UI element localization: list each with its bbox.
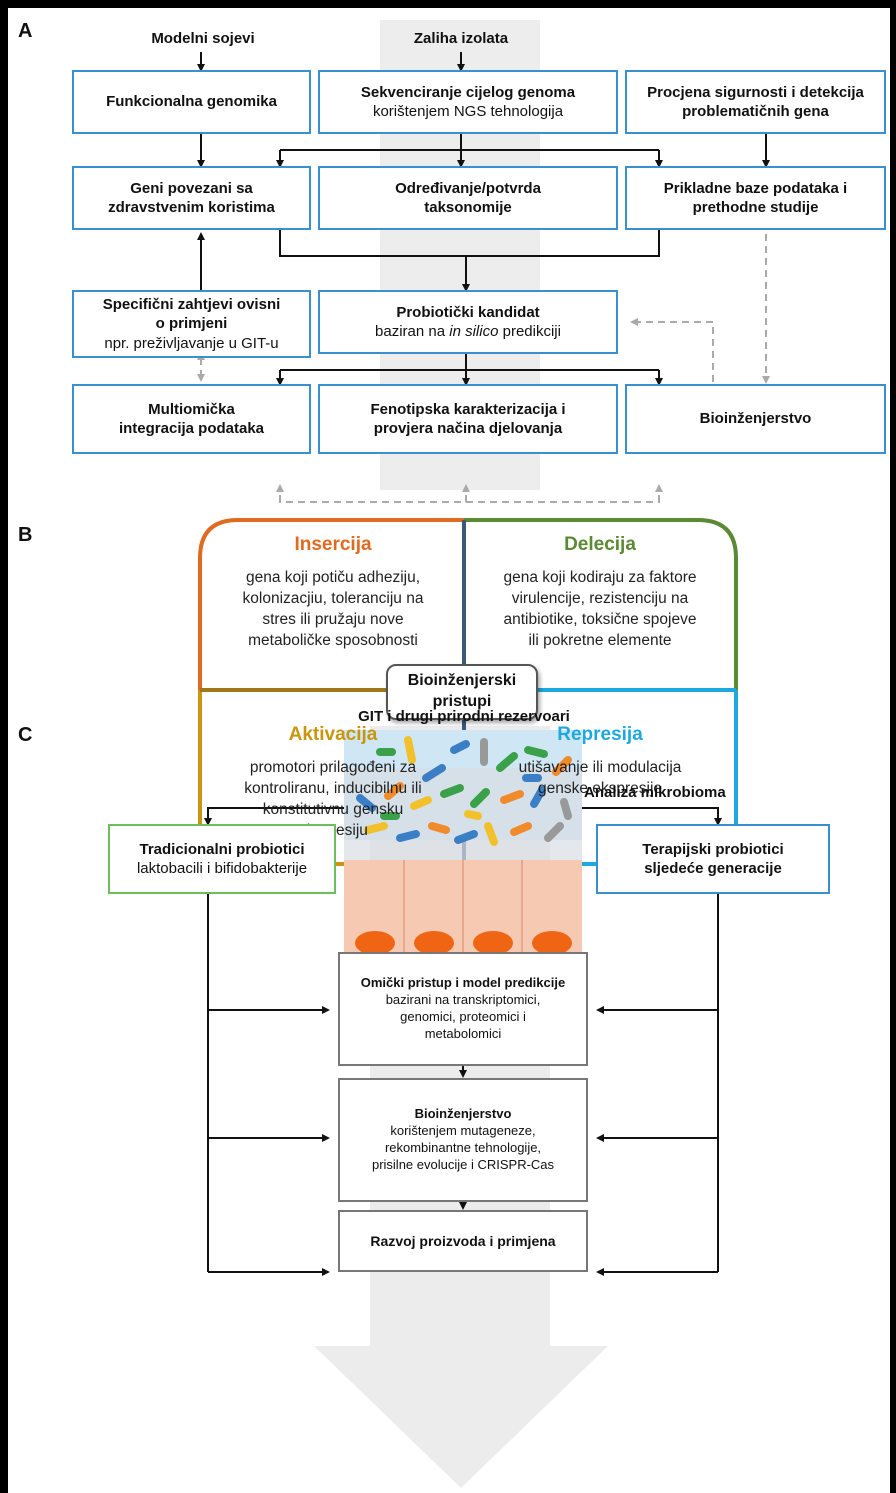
omics-line-3: metabolomici bbox=[424, 1025, 502, 1041]
health-genes-box: Geni povezani sa zdravstvenim koristima bbox=[72, 166, 311, 230]
traditional-probiotics-box: Tradicionalni probiotici laktobacili i b… bbox=[108, 824, 336, 894]
deletion-line-1: gena koji kodiraju za faktore bbox=[503, 569, 697, 586]
functional-genomics-text: Funkcionalna genomika bbox=[106, 93, 277, 111]
activation-line-3: konstitutivnu gensku bbox=[262, 800, 404, 818]
center-line-1: Bioinženjerski bbox=[407, 672, 517, 690]
candidate-subtitle: baziran na in silico predikciji bbox=[375, 323, 561, 340]
databases-line-2: prethodne studije bbox=[692, 199, 819, 216]
panel-label-c: C bbox=[18, 724, 33, 746]
safety-line-2: problematičnih gena bbox=[682, 103, 829, 120]
deletion-line-4: ili pokretne elemente bbox=[528, 631, 672, 649]
center-line-2: pristupi bbox=[432, 693, 492, 710]
bioengineering-approaches-center: Bioinženjerski pristupi bbox=[386, 664, 538, 720]
traditional-line-1: Tradicionalni probiotici bbox=[139, 840, 305, 858]
microbiome-analysis-label: Analiza mikrobioma bbox=[584, 784, 726, 801]
deletion-line-2: virulencije, rezistenciju na bbox=[511, 589, 689, 607]
taxonomy-line-1: Određivanje/potvrda bbox=[395, 179, 541, 197]
specific-line-3: npr. preživljavanje u GIT-u bbox=[104, 334, 279, 352]
wgs-title: Sekvenciranje cijelog genoma bbox=[360, 83, 576, 101]
section-a-arrows bbox=[197, 52, 770, 386]
candidate-title: Probiotički kandidat bbox=[396, 303, 540, 321]
wgs-subtitle: korištenjem NGS tehnologija bbox=[372, 103, 564, 120]
therapeutic-line-2: sljedeće generacije bbox=[644, 860, 782, 877]
traditional-line-2: laktobacili i bifidobakterije bbox=[136, 860, 308, 877]
activation-line-1: promotori prilagođeni za bbox=[249, 759, 417, 776]
panel-label-b: B bbox=[18, 524, 33, 546]
safety-assessment-box: Procjena sigurnosti i detekcija problema… bbox=[625, 70, 886, 134]
bioeng-c-line-2: rekombinantne tehnologije, bbox=[384, 1140, 542, 1155]
activation-quadrant: Aktivacija promotori prilagođeni za kont… bbox=[204, 724, 462, 842]
insertion-line-4: metaboličke sposobnosti bbox=[248, 631, 418, 649]
multiomic-line-2: integracija podataka bbox=[118, 420, 265, 437]
phenotype-line-2: provjera načina djelovanja bbox=[373, 420, 563, 437]
omics-line-1: bazirani na transkriptomici, bbox=[385, 992, 541, 1008]
specific-line-2: o primjeni bbox=[155, 315, 228, 333]
taxonomy-box: Određivanje/potvrda taksonomije bbox=[318, 166, 618, 230]
bioengineering-c-box: Bioinženjerstvo korištenjem mutageneze, … bbox=[338, 1078, 588, 1202]
bioengineering-box: Bioinženjerstvo bbox=[625, 384, 886, 454]
product-development-box: Razvoj proizvoda i primjena bbox=[338, 1210, 588, 1272]
multiomic-line-1: Multiomička bbox=[148, 400, 235, 418]
repression-quadrant: Represija utišavanje ili modulacija gens… bbox=[466, 724, 734, 800]
product-text: Razvoj proizvoda i primjena bbox=[370, 1232, 556, 1249]
databases-line-1: Prikladne baze podataka i bbox=[663, 179, 848, 197]
panel-label-a: A bbox=[18, 20, 33, 42]
repression-title: Represija bbox=[557, 724, 643, 745]
isolate-stock-label: Zaliha izolata bbox=[413, 30, 509, 47]
activation-line-2: kontroliranu, inducibilnu ili bbox=[244, 779, 422, 797]
omics-approach-box: Omički pristup i model predikcije bazira… bbox=[338, 952, 588, 1066]
phenotype-box: Fenotipska karakterizacija i provjera na… bbox=[318, 384, 618, 454]
health-genes-line-1: Geni povezani sa bbox=[130, 179, 253, 197]
bioeng-c-title: Bioinženjerstvo bbox=[414, 1106, 512, 1122]
omics-line-2: genomici, proteomici i bbox=[400, 1009, 526, 1024]
section-c-arrows bbox=[204, 807, 722, 1276]
activation-title: Aktivacija bbox=[288, 724, 378, 745]
taxonomy-line-2: taksonomije bbox=[424, 199, 512, 216]
model-strains-label: Modelni sojevi bbox=[151, 30, 255, 47]
bioeng-c-line-1: korištenjem mutageneze, bbox=[390, 1123, 536, 1139]
section-a-dashed-arrows bbox=[197, 234, 770, 503]
functional-genomics-box: Funkcionalna genomika bbox=[72, 70, 311, 134]
omics-title: Omički pristup i model predikcije bbox=[360, 975, 566, 991]
specific-requirements-box: Specifični zahtjevi ovisni o primjeni np… bbox=[72, 290, 311, 358]
probiotic-candidate-box: Probiotički kandidat baziran na in silic… bbox=[318, 290, 618, 354]
bioeng-c-line-3: prisilne evolucije i CRISPR-Cas bbox=[371, 1156, 555, 1172]
figure-canvas: A B C Modelni sojevi Zaliha izolata Funk… bbox=[8, 8, 890, 1493]
insertion-line-1: gena koji potiču adheziju, bbox=[245, 569, 421, 586]
therapeutic-probiotics-box: Terapijski probiotici sljedeće generacij… bbox=[596, 824, 830, 894]
health-genes-line-2: zdravstvenim koristima bbox=[108, 199, 275, 216]
wgs-box: Sekvenciranje cijelog genoma korištenjem… bbox=[318, 70, 618, 134]
deletion-quadrant: Delecija gena koji kodiraju za faktore v… bbox=[466, 534, 734, 652]
multiomic-box: Multiomička integracija podataka bbox=[72, 384, 311, 454]
bioengineering-text: Bioinženjerstvo bbox=[699, 410, 812, 428]
insertion-line-2: kolonizacjiu, toleranciju na bbox=[242, 589, 424, 607]
deletion-title: Delecija bbox=[564, 534, 636, 555]
therapeutic-line-1: Terapijski probiotici bbox=[642, 840, 784, 858]
specific-line-1: Specifični zahtjevi ovisni bbox=[102, 295, 281, 313]
git-reservoirs-title: GIT i drugi prirodni rezervoari bbox=[358, 708, 570, 725]
deletion-line-3: antibiotike, toksične spojeve bbox=[503, 610, 697, 628]
databases-box: Prikladne baze podataka i prethodne stud… bbox=[625, 166, 886, 230]
phenotype-line-1: Fenotipska karakterizacija i bbox=[370, 400, 566, 418]
insertion-title: Insercija bbox=[294, 534, 372, 555]
safety-line-1: Procjena sigurnosti i detekcija bbox=[647, 83, 864, 101]
bacteria-cluster bbox=[356, 736, 572, 846]
insertion-line-3: stres ili pružaju nove bbox=[262, 610, 404, 628]
insertion-quadrant: Insercija gena koji potiču adheziju, kol… bbox=[204, 534, 462, 652]
repression-line-1: utišavanje ili modulacija bbox=[518, 759, 682, 776]
repression-line-2: genske ekspresije bbox=[537, 779, 663, 797]
